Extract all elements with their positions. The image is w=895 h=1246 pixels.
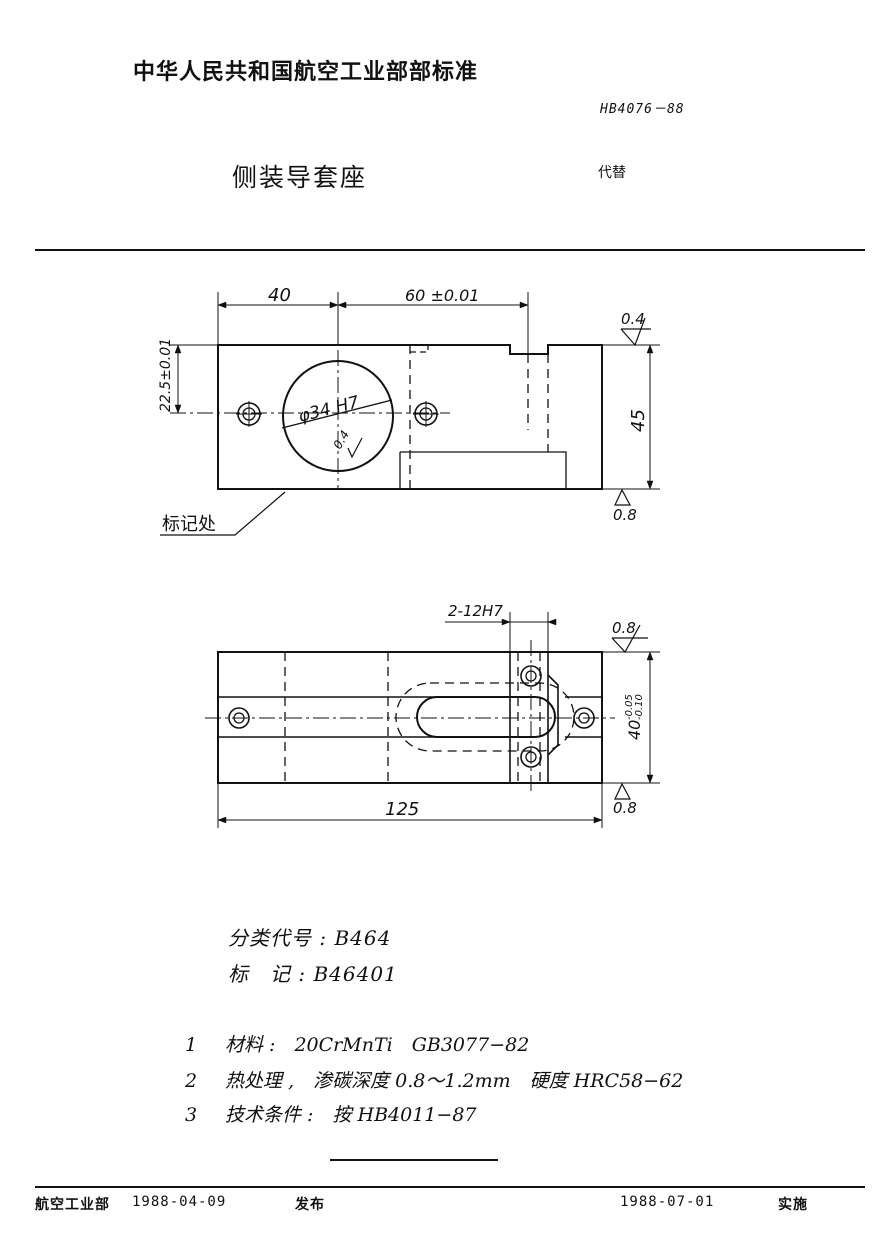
roughness-top-1: 0.4 [621,310,645,328]
footer-issue-date: 1988-04-09 [132,1194,227,1210]
bore-dimension: φ34 H7 [296,392,361,426]
dim-125: 125 [385,799,419,820]
bottom-view [205,612,660,828]
top-view [160,292,660,536]
footer-effective-date: 1988-07-01 [620,1194,715,1210]
note-number: 1 [185,1034,198,1056]
footer-issuer: 航空工业部 [35,1197,110,1213]
mark-row: 标 记 : B46401 [228,962,398,986]
note-label: 热处理 [225,1070,283,1092]
roughness-top-2: 0.8 [612,619,636,637]
mark-location-label: 标记处 [162,514,216,535]
header-rule [35,249,865,251]
mark-label: 标 记 [228,962,291,986]
note-label: 材料 [225,1034,264,1056]
note-label: 技术条件 [225,1104,302,1126]
end-rule [330,1159,498,1161]
dim-60: 60 ±0.01 [405,286,479,305]
tol-lower: -0.10 [634,694,645,720]
classification-code-value: B464 [334,926,392,950]
mark-value: B46401 [313,962,398,986]
note-number: 2 [185,1070,198,1092]
roughness-bottom-2: 0.8 [613,799,637,817]
classification-code-label: 分类代号 [228,926,312,950]
note-number: 3 [185,1104,198,1126]
footer-rule [35,1186,865,1188]
note-text: 按 HB4011−87 [332,1104,477,1126]
classification-code-row: 分类代号 : B464 [228,926,392,950]
holes-dimension: 2-12H7 [448,602,503,620]
tol-upper: -0.05 [624,694,635,720]
note-text: 渗碳深度 0.8～1.2mm 硬度 HRC58−62 [313,1070,684,1092]
dim-45: 45 [628,409,649,432]
note-text: 20CrMnTi GB3077−82 [294,1034,530,1056]
dim-40: 40 [268,285,291,306]
dim-40-tol: 40 [625,720,644,740]
standard-number: HB4076－88 [600,102,685,117]
organization-title: 中华人民共和国航空工业部部标准 [133,60,479,85]
footer-issue-label: 发布 [295,1197,325,1213]
roughness-bottom-1: 0.8 [613,506,637,524]
dim-22-5: 22.5±0.01 [158,338,174,412]
roughness-bore: 0.4 [330,428,352,452]
footer-effective-label: 实施 [778,1197,808,1213]
document-title: 侧装导套座 [232,163,368,192]
replace-label: 代替 [598,165,626,181]
